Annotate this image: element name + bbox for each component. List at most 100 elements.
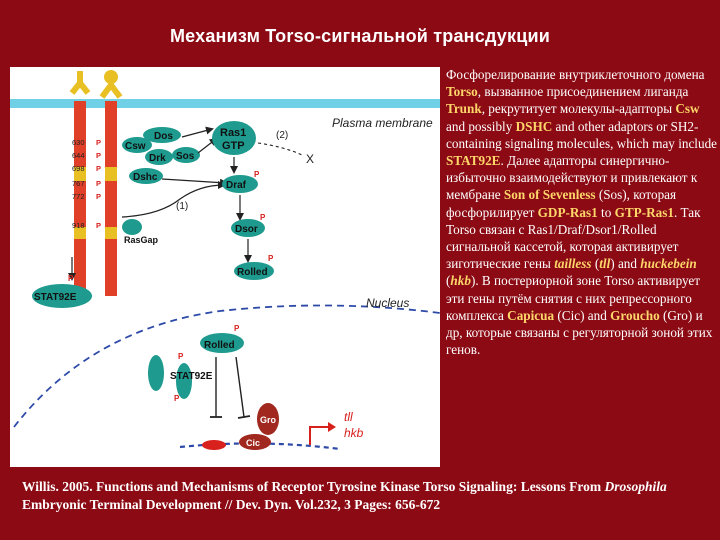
receptor-right-band (105, 167, 117, 181)
site-630: 630 (72, 138, 85, 147)
desc-tll: tll (599, 256, 611, 272)
desc-text: (Sos), которая фосфорилирует (446, 187, 677, 220)
rasgap-label: RasGap (124, 235, 159, 245)
desc-huckebein: huckebein (640, 256, 697, 272)
dos-protein (143, 127, 181, 143)
receptor-arms-icon (99, 80, 123, 99)
desc-dshc: DSHC (515, 118, 553, 134)
receptor-left-chain (74, 101, 86, 296)
dshc-label: Dshc (133, 172, 158, 183)
nucleus-label: Nucleus (366, 296, 409, 310)
pathway-1-label: (1) (176, 201, 188, 212)
dsor-protein (231, 219, 265, 237)
stat92e-label: STAT92E (34, 292, 77, 303)
site-767-p: P (96, 179, 101, 188)
receptor-right-band-2 (105, 227, 117, 239)
site-698: 698 (72, 164, 85, 173)
rolled-nuclear-label: Rolled (204, 340, 235, 351)
hkb-gene-label: hkb (344, 426, 364, 440)
desc-gtp: GTP-Ras1 (614, 204, 674, 220)
citation-text: Embryonic Terminal Development // Dev. D… (22, 497, 441, 512)
site-918-p: P (96, 221, 101, 230)
receptor-left-band (74, 167, 86, 181)
site-918: 918 (72, 221, 85, 230)
transcription-arrow (309, 426, 328, 445)
stat92e-p: P (68, 274, 74, 283)
mechanism-description: Фосфорелирование внутриклеточного домена… (446, 66, 718, 358)
sos-label: Sos (176, 151, 195, 162)
site-698-p: P (96, 164, 101, 173)
slide-title: Механизм Torso-сигнальной трансдукции (169, 26, 551, 46)
desc-text: ) and (610, 256, 641, 272)
gtp-label: GTP (222, 140, 245, 152)
site-772-p: P (96, 192, 101, 201)
desc-gdp: GDP-Ras1 (537, 204, 598, 220)
dos-label: Dos (154, 131, 173, 142)
draf-protein (222, 175, 258, 193)
stat-dimer-left (148, 355, 164, 391)
desc-trunk: Trunk (446, 101, 482, 117)
desc-text: , рекрутитует молекулы-адапторы (481, 101, 676, 117)
rolled-label: Rolled (237, 267, 268, 278)
desc-hkb: hkb (450, 273, 471, 289)
inhibit-bar-2 (237, 415, 251, 419)
desc-text: ( (591, 256, 600, 272)
ras1-label: Ras1 (220, 127, 246, 139)
stat92e-protein (32, 284, 92, 308)
citation-text: Willis. 2005. Functions and Mechanisms o… (22, 479, 605, 494)
gro-protein (257, 403, 279, 435)
ligand-head-icon (104, 70, 118, 84)
desc-text: (Cic) and (554, 307, 611, 323)
desc-text: to (597, 204, 615, 220)
pathway-2-block: X (306, 152, 314, 166)
desc-text: and possibly (446, 118, 516, 134)
citation: Willis. 2005. Functions and Mechanisms o… (22, 478, 712, 514)
desc-text: (Gro) и др, которые связаны с регуляторн… (446, 307, 713, 358)
rolled-nuclear-protein (200, 333, 244, 353)
desc-tailless: tailless (554, 256, 592, 272)
stat-dimer-right (176, 363, 192, 399)
plasma-membrane (10, 99, 440, 108)
site-767: 767 (72, 179, 85, 188)
stat-nuclear-label: STAT92E (170, 371, 213, 382)
stat-nuclear-p1: P (178, 352, 184, 361)
transcription-arrowhead (328, 422, 336, 432)
citation-drosophila: Drosophila (604, 479, 667, 494)
gro-label: Gro (260, 415, 277, 425)
desc-text: Фосфорелирование внутриклеточного домена (446, 67, 705, 82)
rasgap-protein (122, 219, 142, 235)
csw-label: Csw (125, 141, 146, 152)
draf-label: Draf (226, 180, 247, 191)
trunk-ligand-icon (69, 71, 91, 95)
stat-nuclear-p2: P (174, 394, 180, 403)
cic-protein (239, 434, 271, 450)
site-630-p: P (96, 138, 101, 147)
dsor-p: P (260, 213, 266, 222)
site-772: 772 (72, 192, 85, 201)
desc-torso: Torso (446, 84, 478, 100)
dna-strand (179, 442, 341, 451)
drk-protein (145, 149, 173, 165)
desc-text: ). В постериорной зоне Torso активирует … (446, 273, 701, 323)
repressor-red-blob (202, 440, 226, 450)
desc-text: ( (446, 273, 451, 289)
ras1-protein (212, 121, 256, 155)
desc-groucho: Groucho (610, 307, 660, 323)
inhibit-line-2 (235, 356, 245, 418)
torso-pathway-diagram: Plasma membrane 630 644 698 767 772 918 … (10, 67, 440, 467)
dsor-label: Dsor (235, 224, 258, 235)
arrow-dos-ras1 (181, 126, 214, 138)
receptor-right-chain (105, 101, 117, 296)
sos-protein (172, 147, 200, 163)
desc-text: . Так Torso связан с Ras1/Draf/Dsor1/Rol… (446, 204, 701, 272)
rolled-protein (234, 262, 274, 280)
rolled-p: P (268, 254, 274, 263)
csw-protein (122, 137, 152, 153)
rolled-nuclear-p: P (234, 324, 240, 333)
desc-stat: STAT92E (446, 153, 501, 169)
desc-csw: Csw (675, 101, 700, 117)
arrow-dshc-draf (161, 178, 228, 187)
desc-text: . Далее адапторы синергично-избыточно вз… (446, 153, 698, 203)
site-644-p: P (96, 151, 101, 160)
tll-gene-label: tll (344, 410, 353, 424)
